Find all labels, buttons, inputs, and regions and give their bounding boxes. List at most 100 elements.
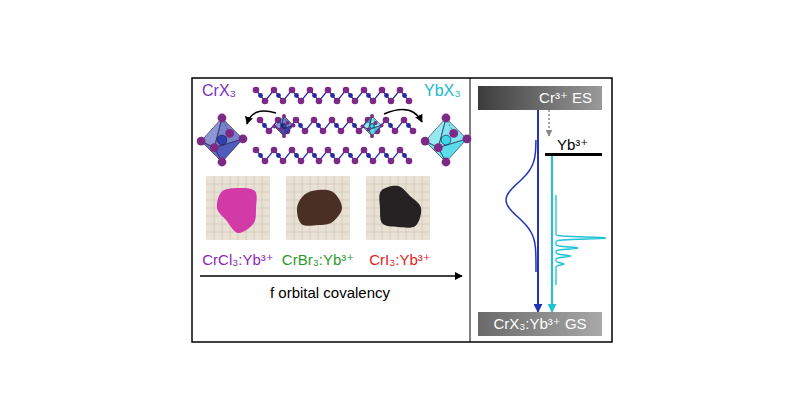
photo-ground bbox=[366, 176, 430, 240]
halide-ion bbox=[197, 137, 206, 146]
halide-ion bbox=[253, 147, 260, 154]
chromium-ion bbox=[384, 153, 389, 158]
transition-arrow bbox=[537, 110, 539, 312]
halide-ion bbox=[370, 98, 377, 105]
crystal-sample bbox=[217, 188, 257, 233]
halide-ion bbox=[280, 158, 287, 165]
halide-ion bbox=[401, 117, 408, 124]
chromium-ion bbox=[276, 93, 281, 98]
halide-ion bbox=[225, 129, 234, 138]
halide-ion bbox=[352, 158, 359, 165]
chromium-ion bbox=[298, 123, 303, 128]
halide-ion bbox=[379, 87, 386, 94]
halide-ion bbox=[257, 117, 264, 124]
sample-label: CrCl₃:Yb³⁺ bbox=[202, 251, 274, 269]
chromium-ion bbox=[258, 153, 263, 158]
halide-ion bbox=[253, 87, 260, 94]
chromium-ion bbox=[312, 153, 317, 158]
photo-ground bbox=[206, 176, 270, 240]
halide-ion bbox=[279, 128, 283, 132]
halide-ion bbox=[271, 87, 278, 94]
grid-line bbox=[422, 176, 423, 240]
chromium-ion bbox=[352, 123, 357, 128]
chromium-ion bbox=[334, 123, 339, 128]
halide-ion bbox=[210, 143, 219, 152]
halide-ion bbox=[370, 134, 374, 138]
lattice-layer bbox=[253, 87, 413, 105]
halide-ion bbox=[352, 98, 359, 105]
chromium-ion bbox=[330, 153, 335, 158]
halide-ion bbox=[289, 147, 296, 154]
halide-ion bbox=[361, 147, 368, 154]
chromium-ion bbox=[276, 153, 281, 158]
grid-line bbox=[286, 232, 350, 233]
lattice-bond bbox=[256, 90, 409, 101]
sample-label: CrBr₃:Yb³⁺ bbox=[282, 251, 354, 269]
halide-ion bbox=[361, 87, 368, 94]
halide-ion bbox=[367, 128, 371, 132]
crystal-sample bbox=[379, 186, 421, 228]
halide-ion bbox=[298, 158, 305, 165]
halide-ion bbox=[406, 98, 413, 105]
chromium-ion bbox=[366, 153, 371, 158]
halide-ion bbox=[334, 98, 341, 105]
halide-ion bbox=[298, 98, 305, 105]
chromium-ion bbox=[402, 93, 407, 98]
chromium-ion bbox=[348, 153, 353, 158]
metal-ion bbox=[441, 135, 451, 145]
halide-ion bbox=[370, 114, 374, 118]
transition-arrow bbox=[551, 156, 553, 312]
yb-emission-spectrum bbox=[556, 195, 606, 285]
lattice-layer bbox=[253, 147, 413, 165]
crystal-art bbox=[197, 87, 606, 285]
sample-label: CrI₃:Yb³⁺ bbox=[369, 251, 431, 269]
halide-ion bbox=[406, 158, 413, 165]
halide-ion bbox=[397, 147, 404, 154]
halide-ion bbox=[316, 158, 323, 165]
chromium-ion bbox=[316, 123, 321, 128]
trend-label: f orbital covalency bbox=[270, 284, 390, 302]
transition-arrow bbox=[548, 110, 550, 136]
halide-ion bbox=[361, 125, 365, 129]
halide-ion bbox=[463, 135, 472, 144]
cr-octahedron-small bbox=[273, 114, 296, 138]
halide-ion bbox=[442, 114, 451, 123]
halide-ion bbox=[302, 128, 309, 135]
lattice-bond bbox=[256, 150, 409, 161]
halide-ion bbox=[292, 124, 296, 128]
halide-ion bbox=[388, 98, 395, 105]
chromium-ion bbox=[348, 93, 353, 98]
compound-label: YbX₃ bbox=[424, 82, 461, 100]
halide-ion bbox=[286, 121, 290, 125]
metal-ion bbox=[370, 124, 374, 128]
chromium-ion bbox=[384, 93, 389, 98]
halide-ion bbox=[307, 147, 314, 154]
crystal-sample bbox=[297, 190, 342, 226]
halide-ion bbox=[271, 147, 278, 154]
halide-ion bbox=[370, 158, 377, 165]
halide-ion bbox=[434, 143, 443, 152]
halide-ion bbox=[266, 128, 273, 135]
yb-octahedron-small bbox=[361, 114, 384, 138]
halide-ion bbox=[338, 128, 345, 135]
grid-line bbox=[366, 232, 430, 233]
chromium-ion bbox=[258, 93, 263, 98]
sample-photo bbox=[286, 176, 350, 240]
grid-line bbox=[262, 176, 263, 240]
halide-ion bbox=[218, 114, 227, 123]
halide-ion bbox=[311, 117, 318, 124]
chromium-ion bbox=[330, 93, 335, 98]
curved-arrow bbox=[384, 110, 422, 123]
metal-ion bbox=[217, 135, 227, 145]
photo-ground bbox=[286, 176, 350, 240]
halide-ion bbox=[388, 158, 395, 165]
halide-ion bbox=[262, 98, 269, 105]
excited-state-box: Cr³⁺ ES bbox=[478, 86, 602, 110]
metal-ion bbox=[282, 124, 286, 128]
halide-ion bbox=[307, 87, 314, 94]
halide-ion bbox=[325, 87, 332, 94]
energy-level: Yb³⁺ bbox=[545, 136, 602, 156]
state-label: CrX₃:Yb³⁺ GS bbox=[493, 315, 586, 333]
